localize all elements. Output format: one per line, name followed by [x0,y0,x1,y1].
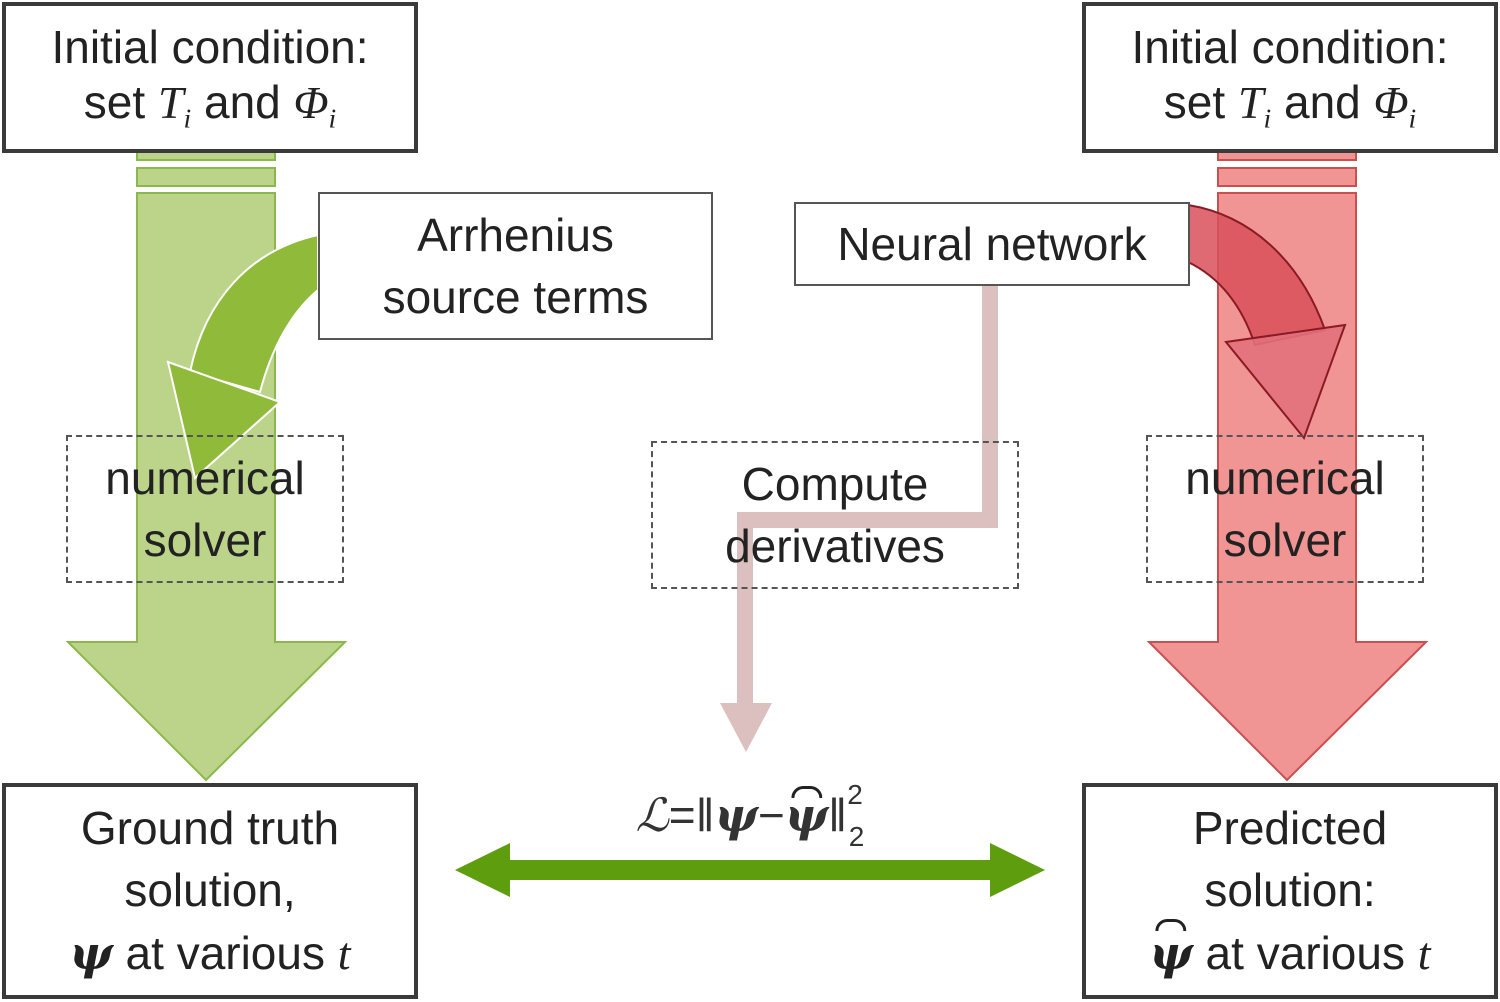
right-solver-line2: solver [1223,514,1347,566]
right-initial-condition-box: Initial condition: set Ti and Φi [1082,2,1498,153]
predicted-solution-box: Predicted solution: ψ at various t [1082,783,1498,999]
neural-curved-arrow [1187,203,1347,441]
comparison-double-arrow [455,843,1045,897]
arrhenius-line1: Arrhenius [417,208,614,261]
left-initial-expression: set Ti and Φi [83,75,337,134]
left-initial-condition-box: Initial condition: set Ti and Φi [2,2,418,153]
predicted-line1: Predicted [1192,802,1388,855]
predicted-line3: ψ at various t [1149,922,1430,985]
ground-truth-line3: ψ at various t [69,925,351,980]
neural-network-label: Neural network [837,217,1147,270]
right-flow-arrow [1146,149,1429,782]
arrhenius-line2: source terms [382,271,649,323]
compute-line1: Compute [741,457,929,510]
ground-truth-line2: solution, [124,864,296,917]
left-flow-arrow [65,149,348,782]
ground-truth-box: Ground truth solution, ψ at various t [2,783,418,999]
right-numerical-solver-box: numerical solver [1146,435,1424,583]
left-solver-line1: numerical [105,451,305,504]
predicted-line2: solution: [1204,864,1376,917]
compute-line2: derivatives [725,520,945,572]
compute-derivatives-box: Compute derivatives [651,441,1019,589]
right-initial-title: Initial condition: [1131,21,1449,74]
neural-network-box: Neural network [794,202,1190,286]
ground-truth-line1: Ground truth [80,802,340,855]
left-numerical-solver-box: numerical solver [66,435,344,583]
derivative-path-arrow [720,285,998,752]
arrhenius-curved-arrow [166,233,319,480]
right-initial-expression: set Ti and Φi [1163,75,1417,134]
left-initial-title: Initial condition: [51,21,369,74]
arrhenius-box: Arrhenius source terms [318,192,713,340]
left-solver-line2: solver [143,514,267,566]
right-solver-line1: numerical [1185,451,1385,504]
